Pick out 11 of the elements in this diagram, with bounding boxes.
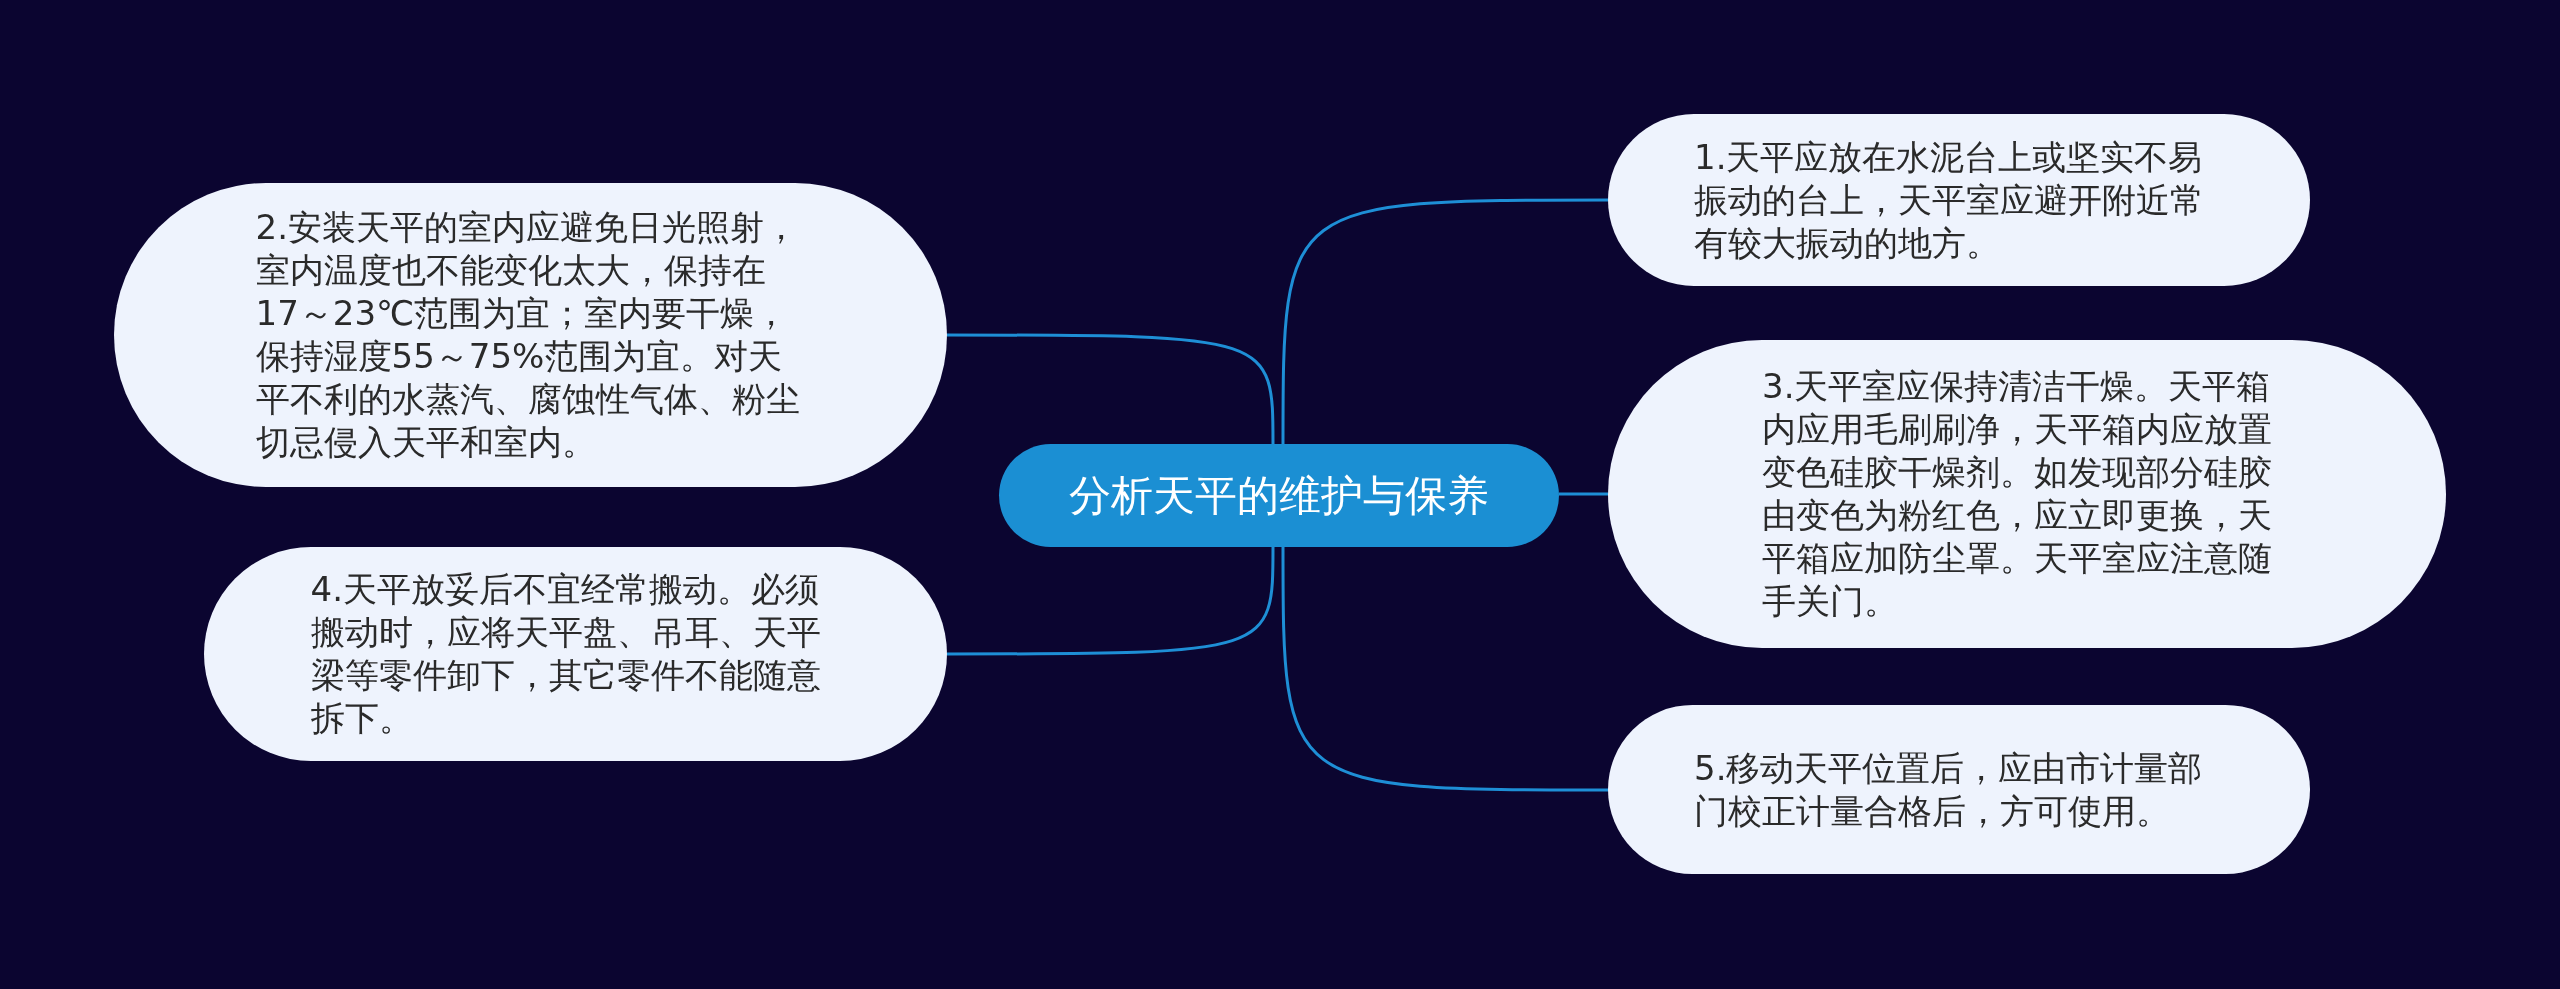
connector-line <box>1559 492 1608 496</box>
connector-line <box>1281 198 1608 444</box>
central-topic-text: 分析天平的维护与保养 <box>1069 469 1489 522</box>
topic-text: 3.天平室应保持清洁干燥。天平箱内应用毛刷刷净，天平箱内应放置变色硅胶干燥剂。如发现部分硅胶由变色为粉红色，应立即更换，天平箱应加防尘罩。天平室应注意随手关门。 <box>1762 365 2273 623</box>
topic-text: 1.天平应放在水泥台上或坚实不易振动的台上，天平室应避开附近常有较大振动的地方。 <box>1694 135 2205 265</box>
connector-line <box>1281 547 1608 792</box>
connector-line <box>947 547 1275 656</box>
topic-text: 2.安装天平的室内应避免日光照射，室内温度也不能变化太大，保持在17～23℃范围为宜；室内要干燥，保持湿度55～75%范围为宜。对天平不利的水蒸汽、腐蚀性气体、粉尘切忌侵入天平和室内。 <box>255 206 801 464</box>
connector-line <box>947 333 1275 444</box>
topic-text: 5.移动天平位置后，应由市计量部门校正计量合格后，方可使用。 <box>1694 746 2204 833</box>
topic-text: 4.天平放妥后不宜经常搬动。必须搬动时，应将天平盘、吊耳、天平梁等零件卸下，其它零件不能随意拆下。 <box>310 568 822 740</box>
